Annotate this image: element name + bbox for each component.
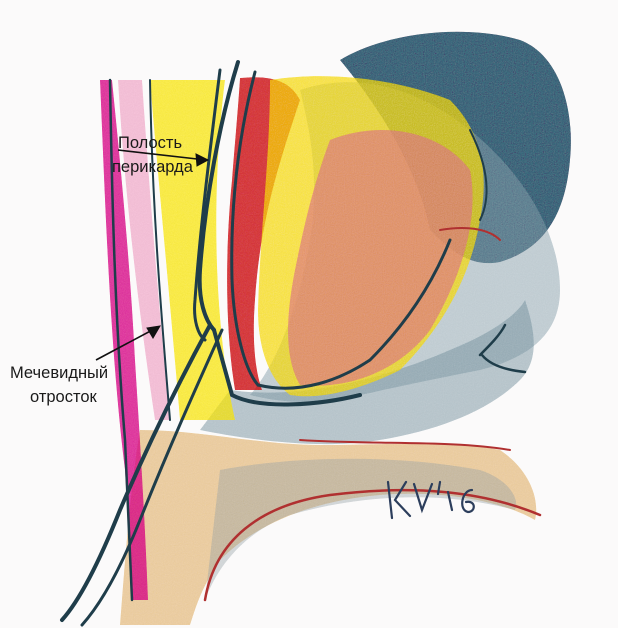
gray-lower-band <box>205 459 516 600</box>
label-xiphoid-process-line2: отросток <box>30 386 97 408</box>
label-pericardial-cavity-line2: перикарда <box>112 156 193 178</box>
label-xiphoid-process-line1: Мечевидный <box>10 362 108 384</box>
label-pericardial-cavity-line1: Полость <box>118 132 182 154</box>
